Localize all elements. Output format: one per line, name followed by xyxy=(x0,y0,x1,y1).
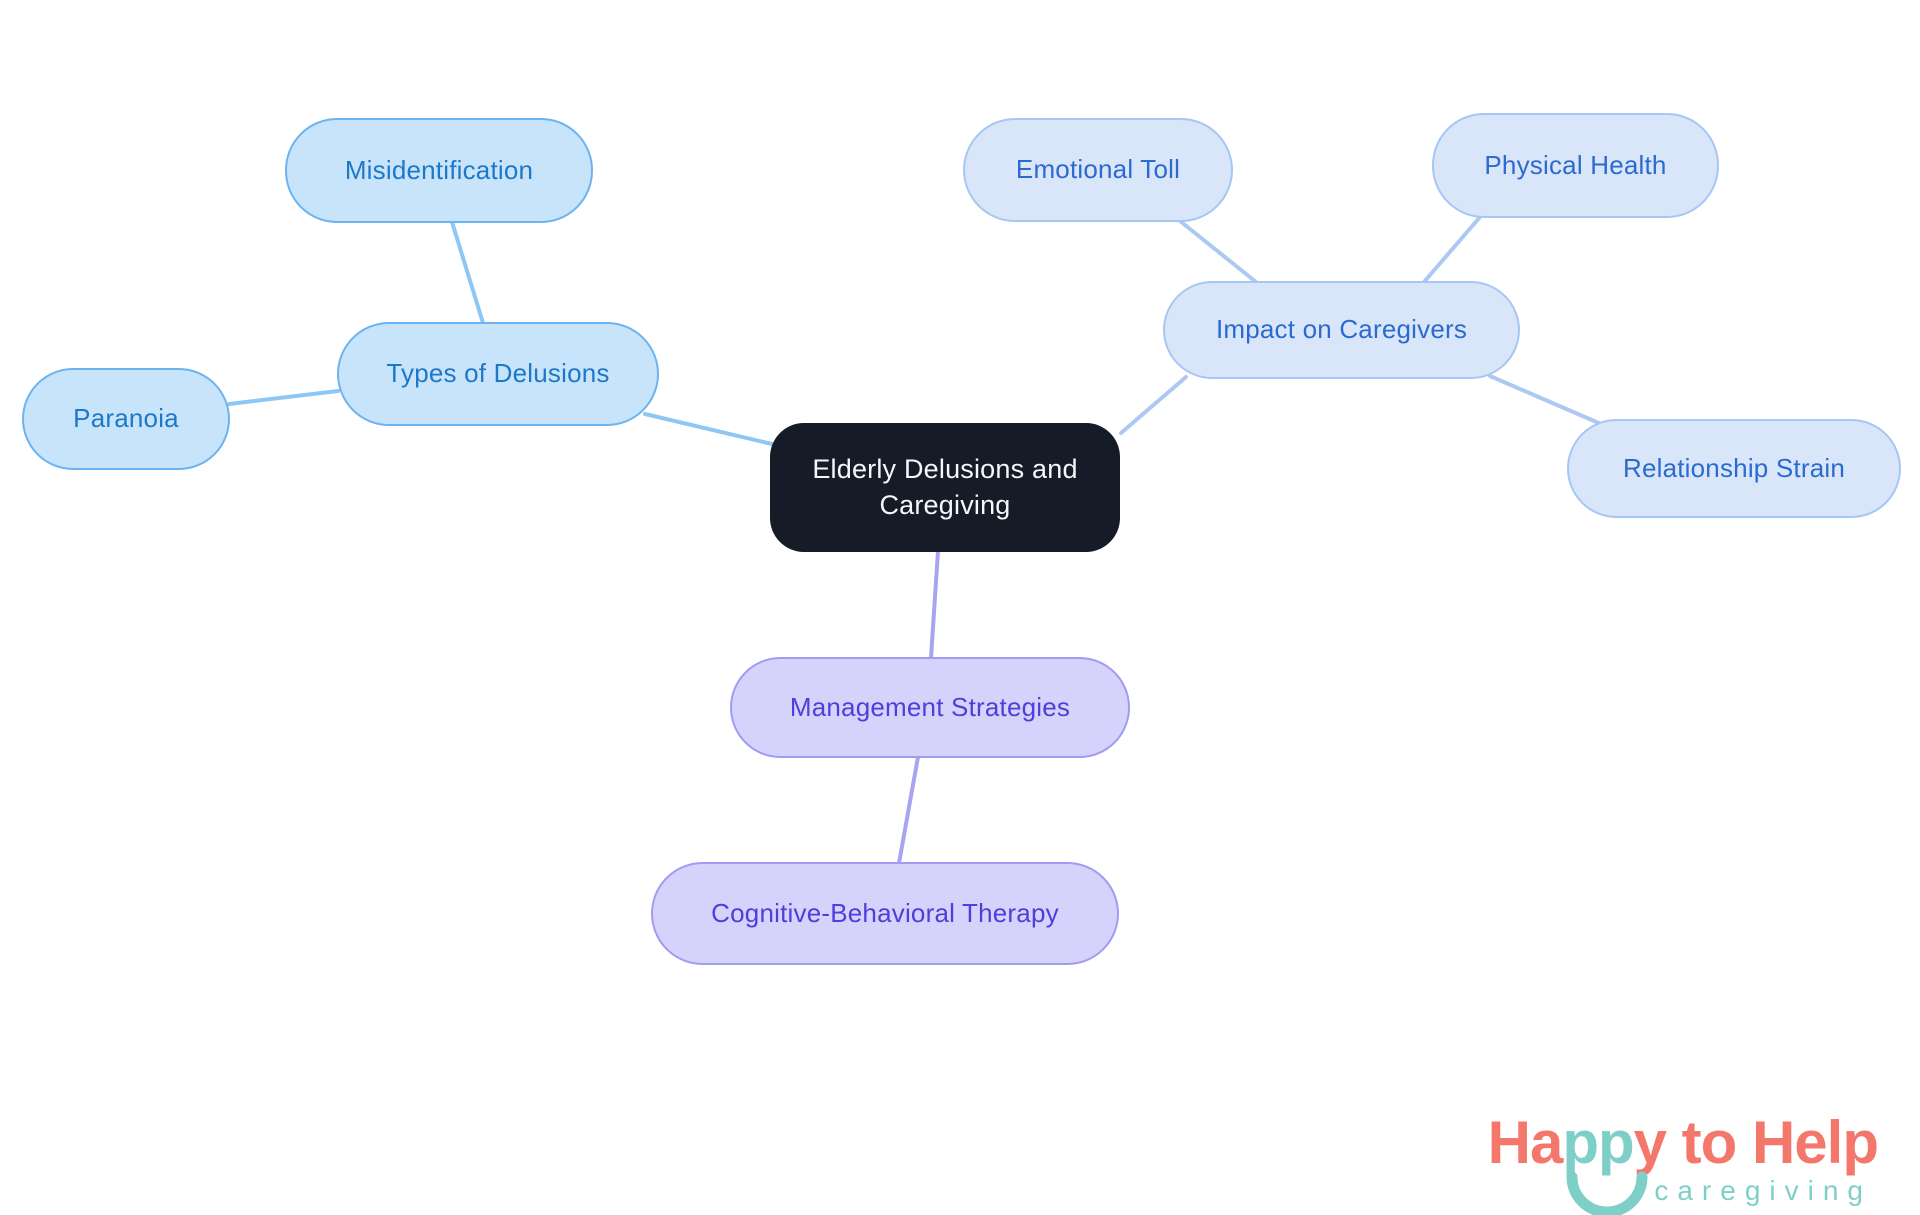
logo-subtitle: caregiving xyxy=(1654,1175,1872,1206)
edge-emotional-impact xyxy=(1178,219,1258,284)
edge-management-cbt xyxy=(897,755,920,865)
logo-text-part2: y to Help xyxy=(1633,1109,1879,1176)
edge-impact-root xyxy=(1119,375,1188,435)
node-paranoia-label: Paranoia xyxy=(73,403,179,434)
node-misidentification-label: Misidentification xyxy=(344,154,534,185)
node-cognitive-behavioral-therapy[interactable]: Cognitive-Behavioral Therapy xyxy=(651,862,1119,965)
node-impact-on-caregivers[interactable]: Impact on Caregivers xyxy=(1163,281,1520,379)
node-paranoia[interactable]: Paranoia xyxy=(22,368,230,470)
logo-pp-text: pp xyxy=(1562,1109,1634,1176)
node-management-strategies[interactable]: Management Strategies xyxy=(730,657,1130,758)
logo-text-part1: Ha xyxy=(1487,1109,1564,1176)
node-types-of-delusions-label: Types of Delusions xyxy=(386,358,610,389)
edge-types-root xyxy=(643,412,774,446)
logo-smile-icon xyxy=(1564,1169,1650,1215)
edge-paranoia-types xyxy=(227,389,340,406)
edge-root-management xyxy=(929,549,940,660)
node-physical-health[interactable]: Physical Health xyxy=(1432,113,1719,218)
node-cognitive-behavioral-therapy-label: Cognitive-Behavioral Therapy xyxy=(711,897,1059,928)
node-physical-health-label: Physical Health xyxy=(1484,149,1667,180)
node-types-of-delusions[interactable]: Types of Delusions xyxy=(337,322,659,426)
node-relationship-strain-label: Relationship Strain xyxy=(1622,452,1846,483)
edge-impact-relationship xyxy=(1488,374,1603,426)
node-root[interactable]: Elderly Delusions and Caregiving xyxy=(770,423,1120,552)
node-misidentification[interactable]: Misidentification xyxy=(285,118,593,223)
node-emotional-toll[interactable]: Emotional Toll xyxy=(963,118,1233,222)
edge-misidentification-types xyxy=(450,220,485,325)
logo-pp: pp xyxy=(1562,1113,1648,1215)
node-emotional-toll-label: Emotional Toll xyxy=(1015,154,1181,185)
node-relationship-strain[interactable]: Relationship Strain xyxy=(1567,419,1901,518)
node-impact-on-caregivers-label: Impact on Caregivers xyxy=(1215,314,1468,345)
node-root-label: Elderly Delusions and Caregiving xyxy=(812,453,1078,520)
edge-physical-impact xyxy=(1422,215,1482,284)
node-management-strategies-label: Management Strategies xyxy=(789,691,1071,722)
